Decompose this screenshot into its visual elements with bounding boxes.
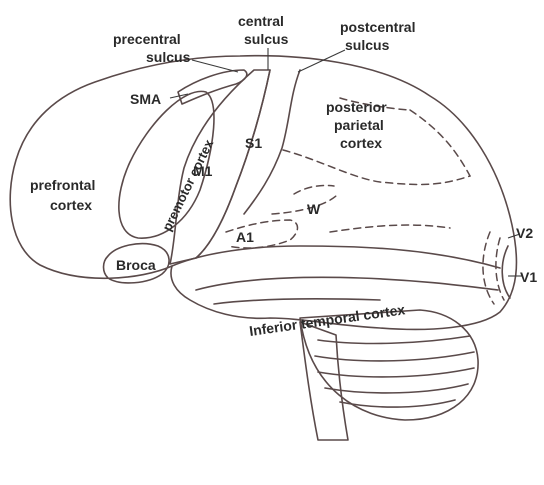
brainstem bbox=[300, 322, 348, 440]
label-precentral-sulcus-2: sulcus bbox=[146, 49, 191, 65]
label-sma: SMA bbox=[130, 91, 161, 107]
label-premotor-cortex: premotor cortex bbox=[159, 136, 217, 233]
label-central-sulcus-1: central bbox=[238, 13, 284, 29]
label-v1: V1 bbox=[520, 269, 537, 285]
label-postcentral-sulcus-1: postcentral bbox=[340, 19, 415, 35]
label-inferior-temporal-cortex: Inferior temporal cortex bbox=[248, 301, 406, 339]
label-central-sulcus-2: sulcus bbox=[244, 31, 289, 47]
label-s1: S1 bbox=[245, 135, 262, 151]
label-postcentral-sulcus-2: sulcus bbox=[345, 37, 390, 53]
label-m1: M1 bbox=[193, 163, 213, 179]
label-posterior-parietal-3: cortex bbox=[340, 135, 382, 151]
label-w: W bbox=[307, 201, 321, 217]
label-posterior-parietal-2: parietal bbox=[334, 117, 384, 133]
label-prefrontal-1: prefrontal bbox=[30, 177, 95, 193]
m1-region bbox=[170, 70, 270, 264]
label-a1: A1 bbox=[236, 229, 254, 245]
label-precentral-sulcus-1: precentral bbox=[113, 31, 181, 47]
label-broca: Broca bbox=[116, 257, 156, 273]
label-posterior-parietal-1: posterior bbox=[326, 99, 387, 115]
label-v2: V2 bbox=[516, 225, 533, 241]
label-prefrontal-2: cortex bbox=[50, 197, 92, 213]
